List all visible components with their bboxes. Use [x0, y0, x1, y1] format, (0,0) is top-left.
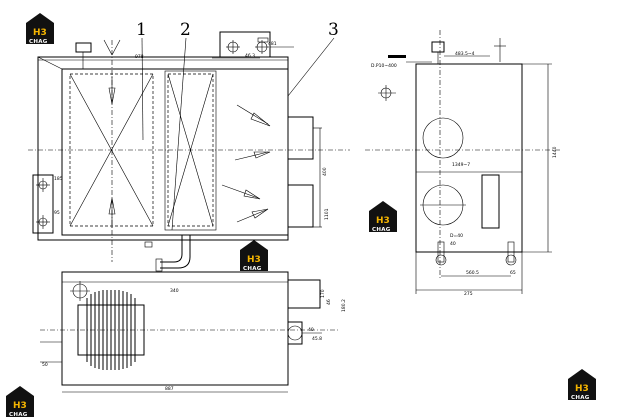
leader-1 [141, 37, 144, 141]
side-port-upper [422, 117, 464, 159]
watermark-logo-bottomright: H3 CHAG [568, 369, 596, 401]
leg-right [507, 241, 515, 263]
drain-pipe [160, 235, 183, 263]
logo-mark: H3 [247, 255, 261, 265]
dim-side-mid: 1349~7 [452, 162, 470, 168]
dim-side-top: 483.5~4 [455, 51, 475, 57]
logo-text: CHAG [243, 266, 262, 272]
watermark-logo-bottomleft: H3 CHAG [6, 386, 34, 418]
dim-side-b2: 65 [510, 270, 516, 276]
dim-bot-b1: 50 [42, 362, 48, 368]
dim-side-total: 275 [464, 291, 473, 297]
left-plate [32, 174, 54, 234]
front-view: 1 2 3 978 46.3 481 400 1101 185 95 [28, 20, 350, 272]
outlet-duct-upper [287, 116, 314, 160]
flow-arrows [221, 104, 271, 223]
plan-outlet [287, 279, 321, 309]
logo-text: CHAG [9, 412, 28, 418]
dim-top-width: 978 [135, 54, 144, 60]
dim-bot-r2: 46 [326, 299, 332, 305]
dim-top-b: 481 [268, 41, 277, 47]
dim-top-r2: 1101 [324, 208, 330, 220]
filter-element-2 [167, 73, 214, 227]
top-bracket [219, 31, 271, 58]
side-panel [481, 174, 500, 229]
dim-top-a: 46.3 [245, 53, 255, 59]
dim-side-bw: 40 [450, 241, 456, 247]
dim-side-h: 1440 [552, 146, 558, 158]
logo-mark: H3 [376, 216, 390, 226]
dim-side-pn: D.P10~400 [371, 63, 397, 69]
logo-text: CHAG [29, 39, 48, 45]
dim-side-b1: 560.5 [466, 270, 479, 276]
watermark-logo-center: H3 CHAG [240, 240, 268, 272]
logo-mark: H3 [13, 401, 27, 411]
dim-left-b: 95 [54, 210, 60, 216]
dim-bot-b2: 340 [170, 288, 179, 294]
logo-mark: H3 [33, 28, 47, 38]
leader-2 [171, 37, 187, 231]
dim-side-bd: D=40 [450, 233, 463, 239]
logo-text: CHAG [571, 395, 590, 401]
top-sensor [75, 42, 92, 53]
logo-mark: H3 [575, 384, 589, 394]
callout-2: 2 [180, 20, 191, 40]
callout-1: 1 [136, 20, 147, 40]
filter-element-1 [69, 73, 154, 227]
dim-bot-r4: 45.8 [312, 336, 322, 342]
watermark-logo-topleft: H3 CHAG [26, 13, 54, 45]
dim-top-r1: 400 [322, 167, 328, 176]
dim-bot-r1: 170 [320, 289, 326, 298]
side-outline [415, 63, 523, 253]
dim-bot-r3: 180.2 [341, 299, 347, 312]
dim-left-a: 185 [54, 176, 63, 182]
dim-bot-b4: 40 [308, 327, 314, 333]
outlet-duct-lower [287, 184, 314, 228]
ribbed-muffler [77, 290, 145, 370]
leader-3 [287, 37, 335, 97]
callout-3: 3 [328, 20, 339, 40]
dim-bot-b3: 887 [165, 386, 174, 392]
watermark-logo-side: H3 CHAG [369, 201, 397, 233]
plan-view: 50 340 887 40 170 46 180.2 45.8 [40, 271, 347, 393]
side-view: 483.5~4 D.P10~400 1440 1349~7 D=40 40 56… [365, 30, 560, 297]
logo-text: CHAG [372, 227, 391, 233]
leg-left [437, 241, 445, 263]
